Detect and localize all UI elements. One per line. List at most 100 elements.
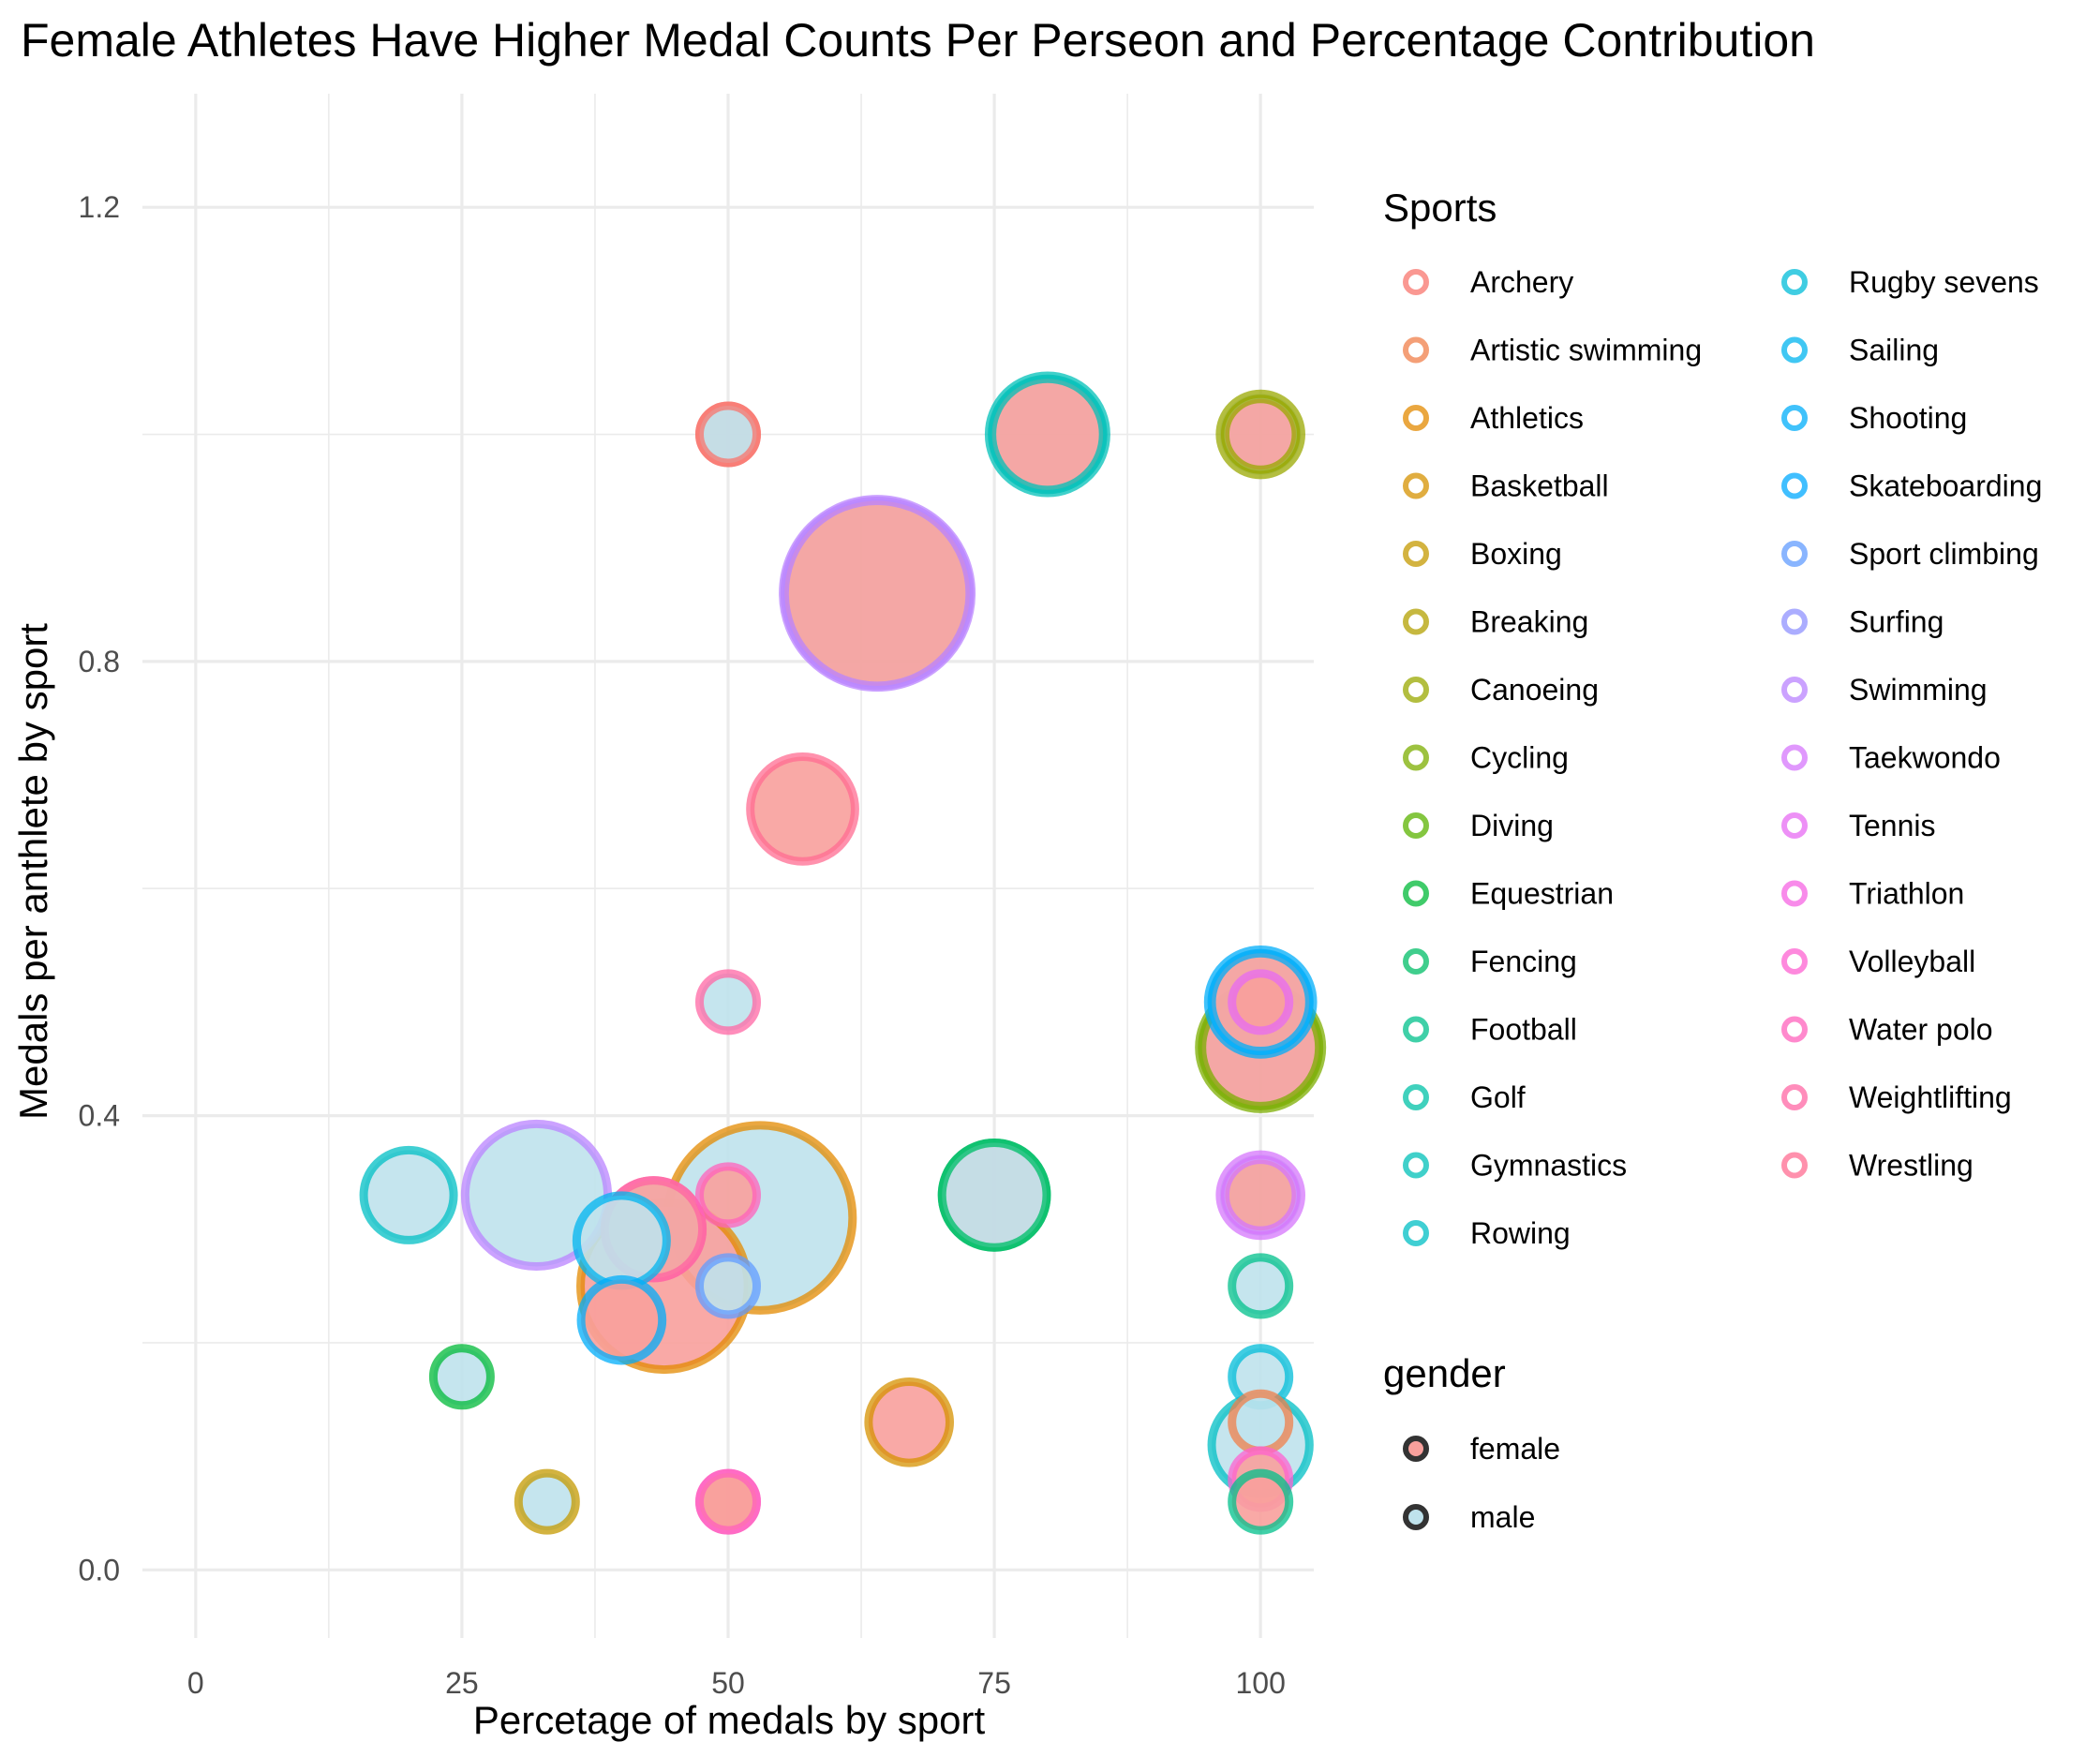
legend-swatch-water-polo — [1781, 1016, 1808, 1043]
legend-label-gender: female — [1470, 1432, 1560, 1466]
legend-label-sport: Cycling — [1470, 741, 1569, 775]
legend-label-gender: male — [1470, 1500, 1535, 1534]
legend-label-sport: Football — [1470, 1013, 1577, 1047]
legend-swatch-basketball — [1403, 472, 1429, 499]
x-tick-label: 0 — [187, 1666, 204, 1700]
legend-label-sport: Tennis — [1849, 809, 1936, 842]
legend-label-sport: Archery — [1470, 265, 1573, 299]
bubble-archery-male — [695, 401, 761, 468]
y-tick-label: 1.2 — [79, 190, 120, 224]
legend-swatch-canoeing — [1403, 677, 1429, 703]
legend-swatch-golf — [1403, 1084, 1429, 1110]
legend-swatch-taekwondo — [1781, 744, 1808, 771]
legend-swatch-boxing — [1403, 541, 1429, 567]
legend-swatch-tennis — [1781, 812, 1808, 839]
bubble-shooting-female — [576, 1274, 667, 1365]
x-tick-label: 100 — [1235, 1666, 1285, 1700]
legend-label-sport: Basketball — [1470, 469, 1609, 503]
legend-swatch-skateboarding — [1781, 472, 1808, 499]
x-axis-title: Percetage of medals by sport — [473, 1698, 986, 1742]
legend-swatch-surfing — [1781, 608, 1808, 635]
axis-ticks: 0 25 50 75 100 0.0 0.4 0.8 1.2 — [79, 190, 1286, 1700]
legend-swatch-athletics — [1403, 405, 1429, 431]
bubble-taekwondo-female — [1220, 1155, 1301, 1235]
bubble-rowing-male — [359, 1145, 458, 1244]
legend-label-sport: Swimming — [1849, 673, 1988, 707]
gender-legend-title: gender — [1383, 1351, 1506, 1395]
y-axis-title: Medals per anthlete by sport — [11, 623, 55, 1120]
x-tick-label: 75 — [977, 1666, 1011, 1700]
bubble-artistic-swimming-male — [1228, 1389, 1294, 1455]
x-tick-label: 50 — [711, 1666, 745, 1700]
chart-title: Female Athletes Have Higher Medal Counts… — [21, 14, 1815, 67]
legend-label-sport: Volleyball — [1849, 945, 1975, 978]
grid — [142, 94, 1314, 1638]
legend-label-sport: Diving — [1470, 809, 1554, 842]
bubble-canoeing-female — [1220, 395, 1301, 474]
gender-legend-items: female male — [1403, 1432, 1560, 1534]
legend-label-sport: Boxing — [1470, 537, 1562, 571]
legend-swatch-volleyball — [1781, 948, 1808, 975]
bubble-fencing-male — [937, 1139, 1051, 1252]
legend-swatch-archery — [1403, 269, 1429, 295]
data-points — [359, 371, 1327, 1535]
bubble-swimming-female — [780, 496, 975, 691]
legend-label-sport: Triathlon — [1849, 877, 1964, 911]
legend-label-sport: Rugby sevens — [1849, 265, 2039, 299]
legend-swatch-male — [1403, 1504, 1429, 1530]
bubble-equestrian-male — [428, 1344, 495, 1410]
y-tick-label: 0.0 — [79, 1553, 120, 1586]
legend-swatch-sailing — [1781, 336, 1808, 364]
legend-swatch-female — [1403, 1436, 1429, 1462]
legend-swatch-artistic-swimming — [1403, 336, 1429, 364]
bubble-water-polo-female — [695, 1468, 761, 1535]
sports-legend-title: Sports — [1383, 186, 1497, 230]
legend-swatch-breaking — [1403, 608, 1429, 635]
legend-swatch-football — [1403, 1016, 1429, 1043]
legend-swatch-rowing — [1403, 1220, 1429, 1246]
bubble-gymnastics-female — [988, 374, 1108, 495]
bubble-sailing-male — [572, 1191, 671, 1290]
bubble-weightlifting-male — [695, 969, 761, 1035]
legend-swatch-cycling — [1403, 744, 1429, 771]
legend-swatch-fencing — [1403, 948, 1429, 975]
legend-label-sport: Rowing — [1470, 1216, 1571, 1250]
x-tick-label: 25 — [445, 1666, 479, 1700]
y-tick-label: 0.8 — [79, 645, 120, 678]
legend-swatch-equestrian — [1403, 880, 1429, 907]
legend-swatch-wrestling — [1781, 1152, 1808, 1179]
legend-label-sport: Wrestling — [1849, 1149, 1973, 1183]
legend-label-sport: Fencing — [1470, 945, 1577, 978]
bubble-wrestling-female — [746, 752, 859, 866]
bubble-tennis-female — [1228, 969, 1294, 1035]
legend-swatch-diving — [1403, 812, 1429, 839]
legend-label-sport: Shooting — [1849, 401, 1967, 435]
legend-swatch-rugby-sevens — [1781, 269, 1808, 295]
bubble-sport-climbing-male — [695, 1253, 761, 1319]
legend-swatch-sport-climbing — [1781, 541, 1808, 567]
legend-label-sport: Artistic swimming — [1470, 334, 1702, 367]
legend-swatch-triathlon — [1781, 880, 1808, 907]
legend-label-sport: Canoeing — [1470, 673, 1599, 707]
legend-label-sport: Gymnastics — [1470, 1149, 1627, 1183]
legend-label-sport: Weightlifting — [1849, 1080, 2012, 1114]
bubble-boxing-male — [514, 1468, 580, 1535]
bubble-water-polo-female — [695, 1162, 761, 1228]
legend-swatch-shooting — [1781, 405, 1808, 431]
legend-label-sport: Water polo — [1849, 1013, 1993, 1047]
legend-label-sport: Athletics — [1470, 401, 1584, 435]
legend-label-sport: Sailing — [1849, 334, 1939, 367]
legend-label-sport: Breaking — [1470, 605, 1588, 639]
bubble-football-male — [1228, 1253, 1294, 1319]
legend-swatch-gymnastics — [1403, 1152, 1429, 1179]
legend-label-sport: Surfing — [1849, 605, 1944, 639]
legend-label-sport: Equestrian — [1470, 877, 1614, 911]
legend-label-sport: Sport climbing — [1849, 537, 2039, 571]
legend-swatch-swimming — [1781, 677, 1808, 703]
y-tick-label: 0.4 — [79, 1099, 120, 1133]
legend-swatch-weightlifting — [1781, 1084, 1808, 1110]
legend-label-sport: Skateboarding — [1849, 469, 2042, 503]
legend-label-sport: Golf — [1470, 1080, 1526, 1114]
